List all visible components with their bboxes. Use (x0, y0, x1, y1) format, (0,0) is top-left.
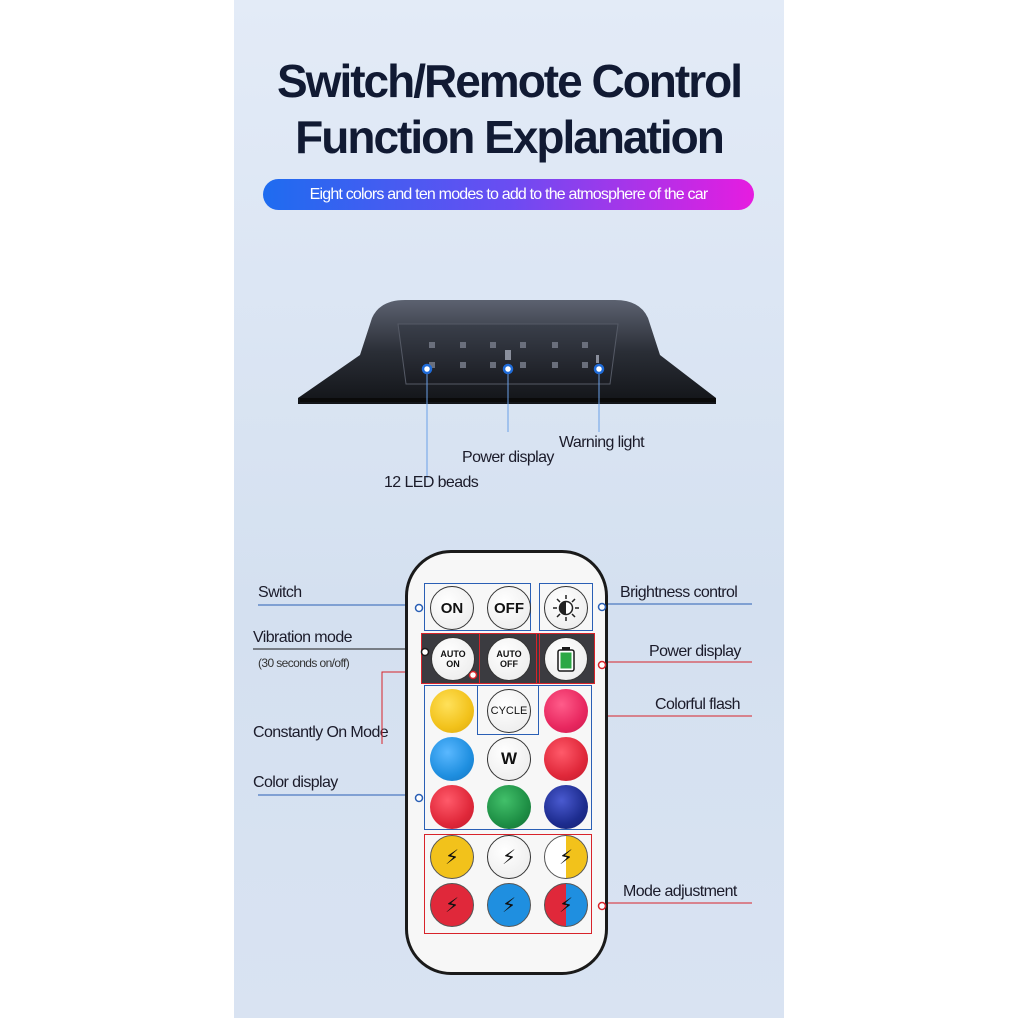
auto-on-label-top: AUTO (440, 649, 466, 659)
page-title-line2: Function Explanation (295, 111, 725, 163)
lightning-icon: ⚡︎ (501, 894, 517, 917)
on-button[interactable]: ON (430, 586, 474, 630)
label-color-display: Color display (253, 774, 338, 791)
mode-white-flash-button[interactable]: ⚡︎ (487, 835, 531, 879)
mode-blue-flash-button[interactable]: ⚡︎ (487, 883, 531, 927)
auto-off-label-bottom: OFF (500, 659, 518, 669)
battery-button[interactable] (544, 637, 588, 681)
cycle-button[interactable]: CYCLE (487, 689, 531, 733)
off-button[interactable]: OFF (487, 586, 531, 630)
label-constantly-on: Constantly On Mode (253, 724, 389, 741)
lightning-icon: ⚡︎ (444, 894, 460, 917)
lightning-icon: ⚡︎ (444, 846, 460, 869)
color-yellow-button[interactable] (430, 689, 474, 733)
lightning-icon: ⚡︎ (558, 894, 574, 917)
auto-on-label-bottom: ON (446, 659, 460, 669)
brightness-button[interactable] (544, 586, 588, 630)
label-brightness-control: Brightness control (620, 584, 738, 601)
color-navy-button[interactable] (544, 785, 588, 829)
battery-frame (539, 633, 595, 684)
mode-red-flash-button[interactable]: ⚡︎ (430, 883, 474, 927)
label-led-beads: 12 LED beads (384, 474, 479, 491)
label-mode-adjustment: Mode adjustment (623, 883, 737, 900)
brightness-icon (553, 595, 579, 621)
mode-white-yellow-flash-button[interactable]: ⚡︎ (544, 835, 588, 879)
auto-off-frame (479, 633, 537, 684)
color-blue-button[interactable] (430, 737, 474, 781)
mode-yellow-flash-button[interactable]: ⚡︎ (430, 835, 474, 879)
label-colorful-flash: Colorful flash (655, 696, 741, 713)
remote-control: ON OFF AUTO ON AUTO OFF CYCLE (405, 550, 608, 975)
mode-red-blue-flash-button[interactable]: ⚡︎ (544, 883, 588, 927)
label-device-power-display: Power display (462, 449, 554, 466)
color-green-button[interactable] (487, 785, 531, 829)
color-red-button[interactable] (430, 785, 474, 829)
lightning-icon: ⚡︎ (558, 846, 574, 869)
label-vibration-note: (30 seconds on/off) (258, 656, 350, 670)
brightness-group (539, 583, 593, 631)
auto-off-button[interactable]: AUTO OFF (487, 637, 531, 681)
label-warning-light: Warning light (559, 434, 645, 451)
lightning-icon: ⚡︎ (501, 846, 517, 869)
auto-off-label-top: AUTO (496, 649, 522, 659)
battery-icon (557, 647, 575, 672)
page-title-line1: Switch/Remote Control (276, 55, 743, 107)
label-vibration-mode: Vibration mode (253, 629, 353, 646)
color-red-button-2[interactable] (544, 737, 588, 781)
label-switch: Switch (258, 584, 302, 601)
label-remote-power-display: Power display (649, 643, 741, 660)
color-pink-button[interactable] (544, 689, 588, 733)
mode-group (424, 834, 592, 934)
subtitle-banner: Eight colors and ten modes to add to the… (263, 179, 754, 210)
white-button[interactable]: W (487, 737, 531, 781)
auto-on-button[interactable]: AUTO ON (431, 637, 475, 681)
cycle-frame (477, 685, 539, 735)
led-beads (429, 342, 599, 368)
